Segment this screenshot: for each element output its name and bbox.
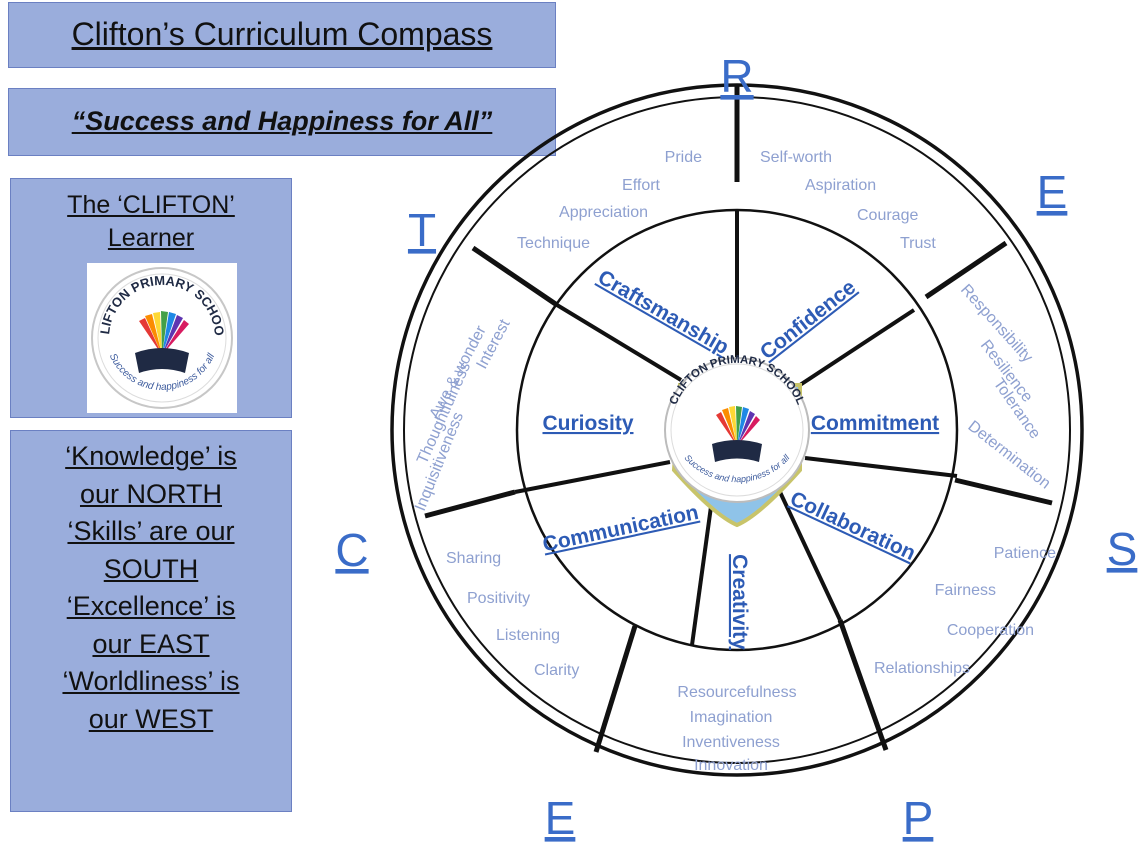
learner-panel: The ‘CLIFTON’ Learner CLIFTON PRIMARY SC… bbox=[10, 178, 292, 418]
value-text: Inventiveness bbox=[682, 734, 780, 751]
compass-directions-panel: ‘Knowledge’ is our NORTH ‘Skills’ are ou… bbox=[10, 430, 292, 812]
book-icon bbox=[135, 348, 189, 373]
value-text: Cooperation bbox=[947, 622, 1034, 639]
respect-letter-r: R bbox=[720, 50, 753, 102]
value-text: Aspiration bbox=[805, 177, 876, 194]
respect-letter-p: P bbox=[903, 792, 934, 844]
value-text: Patience bbox=[994, 545, 1056, 562]
compass-line: ‘Skills’ are our bbox=[67, 516, 235, 546]
value-text: Trust bbox=[900, 235, 936, 252]
title-banner: Clifton’s Curriculum Compass bbox=[8, 2, 556, 68]
compass-line: our WEST bbox=[88, 703, 214, 734]
value-text: Courage bbox=[857, 207, 918, 224]
learner-title: The ‘CLIFTON’ Learner bbox=[67, 191, 235, 252]
outer-ring bbox=[390, 83, 1084, 777]
label-confidence: Confidence bbox=[756, 276, 860, 365]
compass-line: SOUTH bbox=[103, 553, 199, 584]
value-text: Appreciation bbox=[559, 204, 648, 221]
value-text: Self-worth bbox=[760, 149, 832, 166]
respect-letter-e: E bbox=[1037, 166, 1068, 218]
value-text: Imagination bbox=[690, 709, 773, 726]
value-text: Effort bbox=[622, 177, 661, 194]
label-creativity: Creativity bbox=[728, 554, 751, 650]
value-text: Technique bbox=[517, 235, 590, 252]
label-communication: Communication bbox=[541, 501, 701, 556]
label-craftsmanship: Craftsmanship bbox=[594, 266, 733, 359]
value-text: Fairness bbox=[935, 582, 996, 599]
outer-spokes bbox=[424, 86, 1053, 753]
respect-letter-t: T bbox=[408, 204, 436, 256]
school-logo: CLIFTON PRIMARY SCHOOL Success and happi… bbox=[87, 263, 237, 413]
value-text: Resourcefulness bbox=[677, 684, 796, 701]
motto-text: “Success and Happiness for All” bbox=[71, 106, 493, 136]
compass-line: our EAST bbox=[92, 628, 210, 659]
value-text: Pride bbox=[665, 149, 702, 166]
respect-letter-e2: E bbox=[545, 792, 576, 844]
value-text: Innovation bbox=[694, 757, 768, 774]
respect-letter-s: S bbox=[1107, 523, 1138, 575]
value-text: Listening bbox=[496, 627, 560, 644]
label-curiosity: Curiosity bbox=[542, 412, 633, 435]
value-text: Clarity bbox=[534, 662, 579, 679]
label-collaboration: Collaboration bbox=[787, 487, 919, 565]
compass-line: ‘Knowledge’ is bbox=[65, 441, 237, 471]
value-text: Relationships bbox=[874, 660, 970, 677]
center-book-icon bbox=[712, 440, 762, 462]
center-rainbow-icon bbox=[716, 406, 760, 446]
value-text: Positivity bbox=[467, 590, 530, 607]
page-title: Clifton’s Curriculum Compass bbox=[71, 16, 493, 52]
rainbow-fan-icon bbox=[139, 311, 189, 355]
compass-line: ‘Excellence’ is bbox=[66, 591, 236, 621]
value-text: Sharing bbox=[446, 550, 501, 567]
compass-line: our NORTH bbox=[79, 478, 223, 509]
motto-banner: “Success and Happiness for All” bbox=[8, 88, 556, 156]
label-commitment: Commitment bbox=[811, 412, 939, 435]
inner-spokes bbox=[514, 210, 958, 646]
respect-letter-c: C bbox=[335, 524, 368, 576]
compass-line: ‘Worldliness’ is bbox=[62, 666, 240, 696]
